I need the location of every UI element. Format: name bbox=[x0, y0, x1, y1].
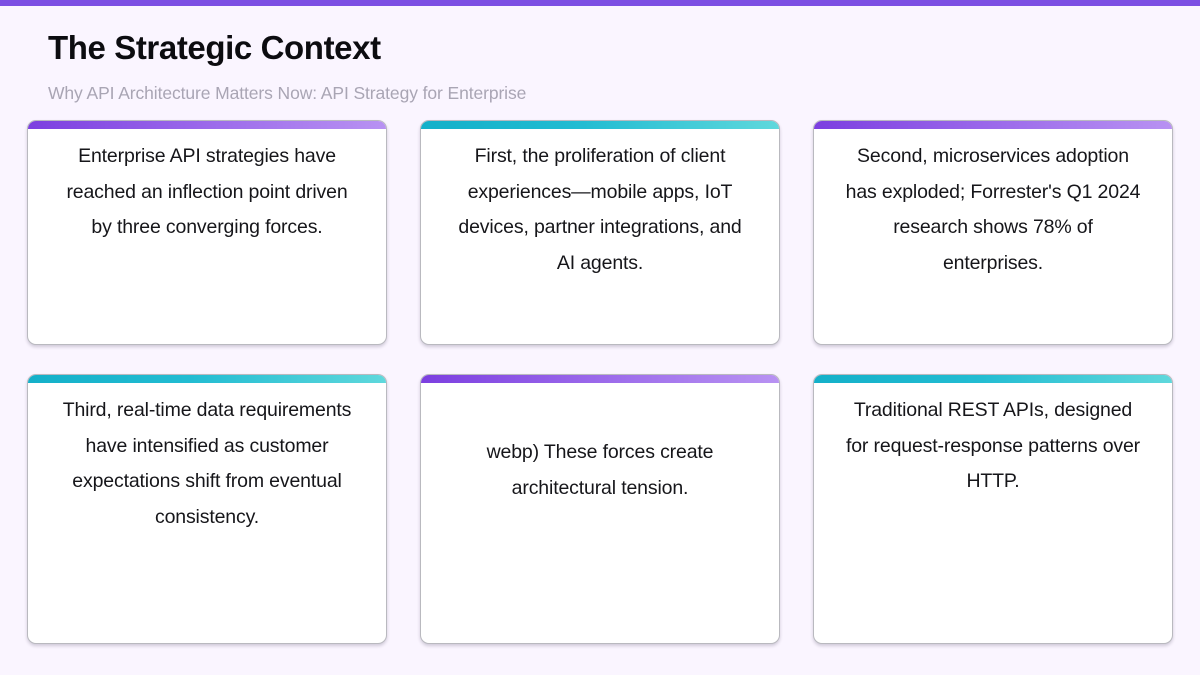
card-accent-bar bbox=[421, 375, 779, 383]
card-accent-bar bbox=[814, 121, 1172, 129]
content-card-6[interactable]: Traditional REST APIs, designed for requ… bbox=[813, 374, 1173, 644]
content-card-5[interactable]: webp) These forces create architectural … bbox=[420, 374, 780, 644]
card-accent-bar bbox=[28, 121, 386, 129]
slide-header: The Strategic Context Why API Architectu… bbox=[48, 6, 1152, 104]
card-text: Traditional REST APIs, designed for requ… bbox=[845, 399, 1141, 492]
card-text: webp) These forces create architectural … bbox=[486, 441, 714, 499]
card-text: Enterprise API strategies have reached a… bbox=[66, 145, 348, 238]
card-accent-bar bbox=[814, 375, 1172, 383]
card-body: Second, microservices adoption has explo… bbox=[814, 121, 1172, 301]
card-body: First, the proliferation of client exper… bbox=[421, 121, 779, 301]
page-subtitle: Why API Architecture Matters Now: API St… bbox=[48, 82, 527, 103]
content-card-1[interactable]: Enterprise API strategies have reached a… bbox=[27, 120, 387, 345]
content-card-3[interactable]: Second, microservices adoption has explo… bbox=[813, 120, 1173, 345]
card-text: First, the proliferation of client exper… bbox=[458, 145, 742, 274]
card-body: webp) These forces create architectural … bbox=[421, 375, 779, 526]
card-text: Second, microservices adoption has explo… bbox=[845, 145, 1141, 274]
card-body: Traditional REST APIs, designed for requ… bbox=[814, 375, 1172, 520]
card-accent-bar bbox=[28, 375, 386, 383]
card-grid: Enterprise API strategies have reached a… bbox=[27, 120, 1173, 644]
card-accent-bar bbox=[421, 121, 779, 129]
card-text: Third, real-time data requirements have … bbox=[62, 399, 352, 528]
page-title: The Strategic Context bbox=[48, 29, 381, 66]
card-body: Third, real-time data requirements have … bbox=[28, 375, 386, 555]
content-card-2[interactable]: First, the proliferation of client exper… bbox=[420, 120, 780, 345]
card-body: Enterprise API strategies have reached a… bbox=[28, 121, 386, 266]
content-card-4[interactable]: Third, real-time data requirements have … bbox=[27, 374, 387, 644]
top-accent-bar bbox=[0, 0, 1200, 6]
